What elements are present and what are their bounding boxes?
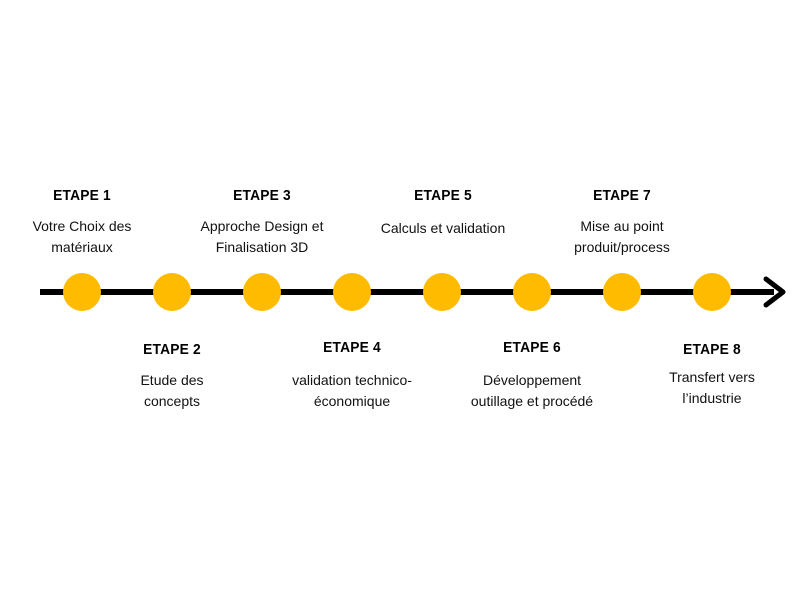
arrow-head-icon — [763, 276, 786, 308]
step-1-dot — [63, 273, 101, 311]
step-2-description: Etude des concepts — [140, 372, 204, 409]
step-3-title: ETAPE 3 — [233, 187, 291, 204]
step-3-description: Approche Design et Finalisation 3D — [200, 218, 324, 255]
step-3: ETAPE 3 Approche Design et Finalisation … — [177, 187, 347, 258]
step-1-title: ETAPE 1 — [53, 187, 111, 204]
step-3-dot — [243, 273, 281, 311]
step-8-title: ETAPE 8 — [683, 341, 741, 358]
step-1-description: Votre Choix des matériaux — [32, 218, 132, 255]
step-8-description: Transfert vers l’industrie — [669, 369, 755, 406]
step-1: ETAPE 1 Votre Choix des matériaux — [0, 187, 167, 258]
step-5-dot — [423, 273, 461, 311]
step-7-description: Mise au point produit/process — [574, 218, 670, 255]
step-6-title: ETAPE 6 — [503, 339, 561, 356]
step-8: ETAPE 8 Transfert vers l’industrie — [627, 341, 797, 409]
step-4-dot — [333, 273, 371, 311]
step-2-title: ETAPE 2 — [143, 341, 201, 358]
step-6-dot — [513, 273, 551, 311]
step-5-description: Calculs et validation — [380, 220, 506, 236]
step-7: ETAPE 7 Mise au point produit/process — [537, 187, 707, 258]
step-7-dot — [603, 273, 641, 311]
step-4-description: validation technico- économique — [292, 372, 412, 409]
step-2: ETAPE 2 Etude des concepts — [87, 341, 257, 412]
step-6-description: Développement outillage et procédé — [470, 372, 594, 409]
step-5: ETAPE 5 Calculs et validation — [358, 187, 528, 239]
step-2-dot — [153, 273, 191, 311]
step-6: ETAPE 6 Développement outillage et procé… — [447, 339, 617, 412]
step-7-title: ETAPE 7 — [593, 187, 651, 204]
step-4: ETAPE 4 validation technico- économique — [267, 339, 437, 412]
timeline-dots — [63, 273, 731, 311]
step-8-dot — [693, 273, 731, 311]
step-4-title: ETAPE 4 — [323, 339, 381, 356]
step-5-title: ETAPE 5 — [414, 187, 472, 204]
